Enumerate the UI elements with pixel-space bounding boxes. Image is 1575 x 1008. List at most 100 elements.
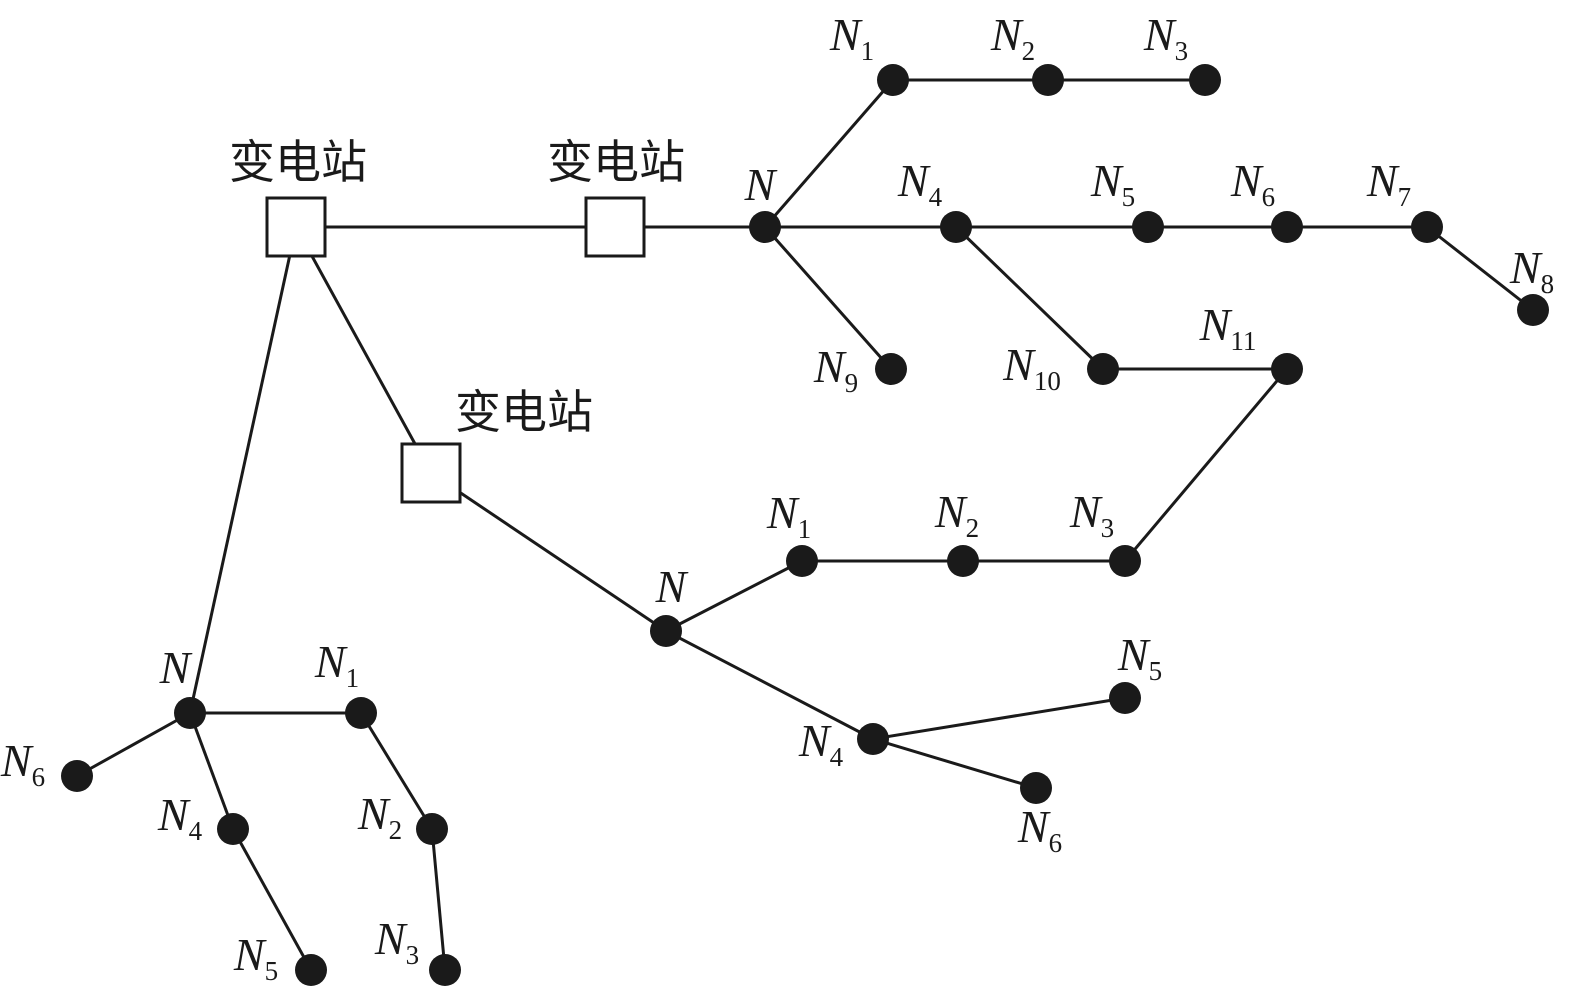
- node-a1: N1: [829, 9, 909, 96]
- node-label-subscript: 3: [1175, 36, 1189, 66]
- node-label-subscript: 10: [1034, 366, 1061, 396]
- node-label-main: N: [1143, 9, 1177, 60]
- node-a: N: [744, 159, 781, 243]
- edge-b-b1: [665, 559, 803, 633]
- node-label-subscript: 1: [861, 36, 875, 66]
- node-dot: [786, 545, 818, 577]
- node-dot: [1132, 211, 1164, 243]
- node-a5: N5: [1090, 155, 1164, 243]
- node-a3: N3: [1143, 9, 1221, 96]
- substation-s1: 变电站: [229, 135, 367, 258]
- node-label: N5: [1117, 629, 1162, 686]
- node-label-main: N: [1002, 339, 1036, 390]
- substation-box: [400, 442, 462, 504]
- node-label: N5: [233, 929, 278, 986]
- edge-s1-c: [188, 226, 298, 714]
- node-label-main: N: [744, 159, 778, 210]
- node-label: N10: [1002, 339, 1061, 396]
- node-label: N11: [1199, 299, 1257, 356]
- node-label-subscript: 11: [1230, 326, 1256, 356]
- edge-a4-a10: [954, 225, 1105, 371]
- node-dot: [1032, 64, 1064, 96]
- node-label: N1: [766, 487, 811, 544]
- node-label: N6: [1230, 155, 1275, 212]
- node-label-main: N: [233, 929, 267, 980]
- node-label-subscript: 1: [346, 663, 360, 693]
- node-dot: [857, 723, 889, 755]
- node-label: N: [744, 159, 778, 210]
- node-a10: N10: [1002, 339, 1119, 396]
- edge-a-a1: [763, 79, 895, 228]
- node-dot: [1517, 294, 1549, 326]
- edge-s1-s3: [294, 226, 433, 474]
- node-label-main: N: [798, 715, 832, 766]
- substation-label: 变电站: [229, 135, 367, 189]
- node-b3: N3: [1069, 486, 1141, 577]
- edge-c1-c2: [359, 712, 434, 830]
- node-dot: [1109, 682, 1141, 714]
- node-label-main: N: [1117, 629, 1151, 680]
- node-label-subscript: 2: [389, 815, 403, 845]
- node-dot: [1411, 211, 1443, 243]
- node-label-main: N: [934, 486, 968, 537]
- node-label-main: N: [897, 155, 931, 206]
- node-b2: N2: [934, 486, 979, 577]
- node-a2: N2: [990, 9, 1064, 96]
- node-label-main: N: [374, 913, 408, 964]
- node-label: N8: [1509, 242, 1554, 299]
- node-label-main: N: [813, 341, 847, 392]
- node-label: N: [159, 642, 193, 693]
- node-a9: N9: [813, 341, 907, 398]
- node-label: N9: [813, 341, 858, 398]
- node-dot: [1020, 772, 1052, 804]
- node-dot: [1087, 353, 1119, 385]
- node-b1: N1: [766, 487, 818, 577]
- node-label-main: N: [314, 636, 348, 687]
- node-a4: N4: [897, 155, 972, 243]
- node-label: N1: [829, 9, 874, 66]
- node-label-subscript: 3: [406, 940, 420, 970]
- node-c: N: [159, 642, 206, 729]
- node-label-main: N: [1090, 155, 1124, 206]
- node-dot: [877, 64, 909, 96]
- substation-s3: 变电站: [400, 385, 593, 504]
- edge-a11-b3: [1123, 368, 1289, 562]
- node-label-subscript: 4: [830, 742, 844, 772]
- node-b: N: [650, 561, 689, 647]
- node-dot: [429, 954, 461, 986]
- node-label-main: N: [655, 561, 689, 612]
- node-b4: N4: [798, 715, 889, 772]
- node-dot: [947, 545, 979, 577]
- node-label-main: N: [1509, 242, 1543, 293]
- node-label: N4: [157, 789, 203, 846]
- node-c4: N4: [157, 789, 249, 846]
- edge-c-c6: [76, 711, 191, 778]
- edge-a7-a8: [1426, 225, 1534, 312]
- node-label-main: N: [1017, 801, 1051, 852]
- node-dot: [940, 211, 972, 243]
- node-label: N5: [1090, 155, 1135, 212]
- node-dot: [217, 813, 249, 845]
- stations-layer: 变电站变电站变电站: [229, 135, 685, 504]
- node-dot: [345, 697, 377, 729]
- node-label: N4: [798, 715, 844, 772]
- node-label: N3: [1143, 9, 1188, 66]
- node-label-main: N: [357, 788, 391, 839]
- substation-s2: 变电站: [547, 135, 685, 258]
- node-label: N: [655, 561, 689, 612]
- node-label-main: N: [766, 487, 800, 538]
- node-c5: N5: [233, 929, 327, 986]
- node-label-subscript: 1: [798, 514, 812, 544]
- node-label-subscript: 5: [1122, 182, 1136, 212]
- node-dot: [174, 697, 206, 729]
- node-dot: [650, 615, 682, 647]
- node-label-subscript: 6: [32, 762, 46, 792]
- node-label-main: N: [157, 789, 191, 840]
- node-c6: N6: [0, 735, 93, 792]
- node-label: N7: [1366, 155, 1411, 212]
- node-label: N3: [1069, 486, 1114, 543]
- node-label-main: N: [1199, 299, 1233, 350]
- node-dot: [1189, 64, 1221, 96]
- node-b6: N6: [1017, 772, 1062, 858]
- node-a11: N11: [1199, 299, 1303, 385]
